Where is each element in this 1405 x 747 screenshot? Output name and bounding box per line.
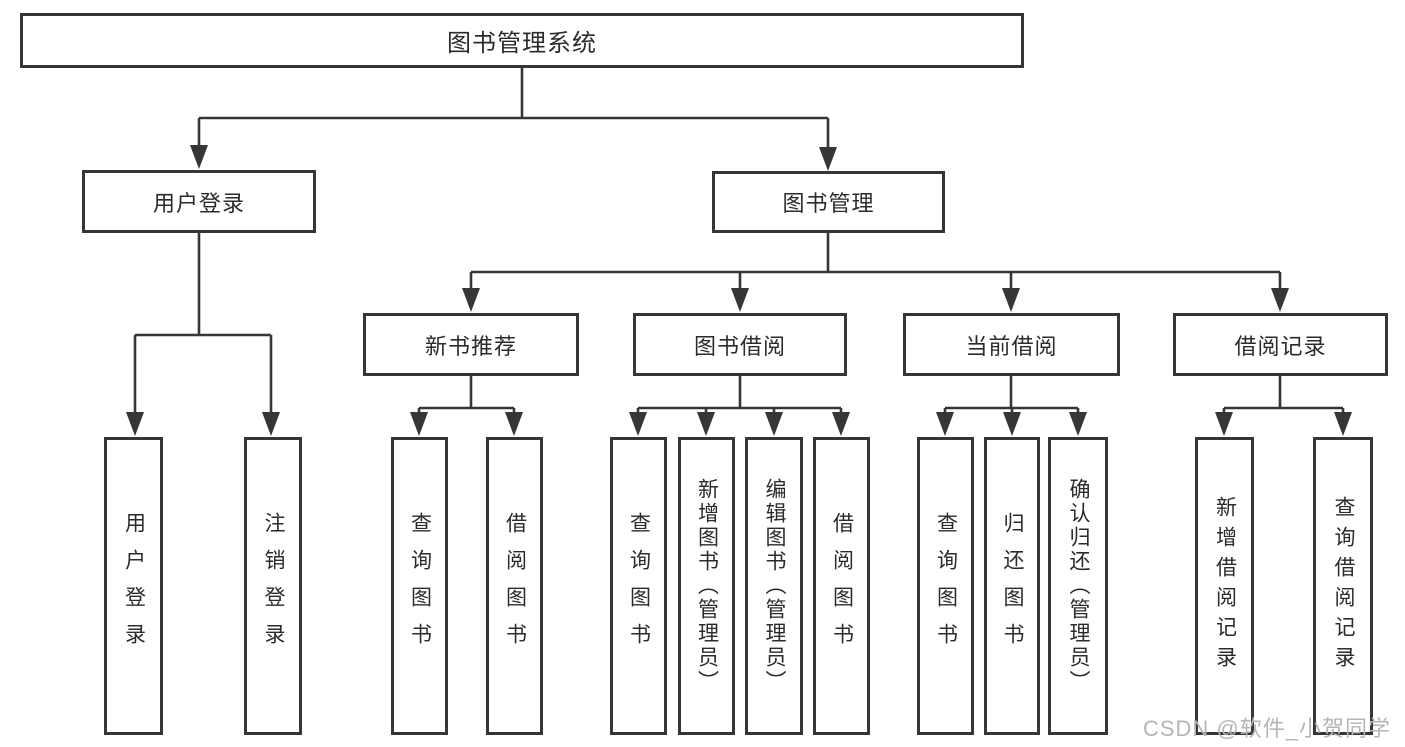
node-current-borrow-label: 当前借阅 [965, 333, 1058, 359]
node-book-mgmt: 图书管理 [712, 171, 945, 233]
node-bb-borrow: 借阅图书 [813, 437, 870, 735]
node-cb-query: 查询图书 [917, 437, 974, 735]
node-bb-add: 新增图书（管理员） [678, 437, 735, 735]
node-cb-query-label: 查询图书 [934, 512, 958, 660]
node-cb-confirm: 确认归还（管理员） [1048, 437, 1108, 735]
node-nb-borrow: 借阅图书 [486, 437, 543, 735]
node-nb-query-label: 查询图书 [408, 512, 432, 660]
node-new-book-rec-label: 新书推荐 [424, 333, 517, 359]
node-cb-return: 归还图书 [984, 437, 1040, 735]
node-bb-query-label: 查询图书 [627, 512, 651, 660]
node-ul-logout-label: 注销登录 [262, 512, 285, 660]
node-bb-query: 查询图书 [610, 437, 667, 735]
node-book-borrow: 图书借阅 [633, 313, 847, 376]
node-root-label: 图书管理系统 [447, 30, 597, 57]
node-borrow-record: 借阅记录 [1173, 313, 1388, 376]
node-cb-confirm-label: 确认归还（管理员） [1067, 478, 1090, 694]
node-br-add: 新增借阅记录 [1195, 437, 1254, 735]
node-ul-login-label: 用户登录 [122, 512, 146, 660]
node-bb-borrow-label: 借阅图书 [830, 512, 854, 660]
node-ul-logout: 注销登录 [244, 437, 302, 735]
csdn-watermark: CSDN @软件_小贺同学 [1142, 716, 1391, 741]
node-cb-return-label: 归还图书 [1001, 512, 1024, 660]
node-user-login-label: 用户登录 [152, 190, 245, 216]
node-ul-login: 用户登录 [104, 437, 163, 735]
node-new-book-rec: 新书推荐 [363, 313, 579, 376]
node-current-borrow: 当前借阅 [903, 313, 1120, 376]
node-br-add-label: 新增借阅记录 [1213, 496, 1237, 676]
node-br-query: 查询借阅记录 [1313, 437, 1373, 735]
node-bb-edit: 编辑图书（管理员） [745, 437, 803, 735]
node-bb-add-label: 新增图书（管理员） [695, 478, 719, 694]
node-book-mgmt-label: 图书管理 [782, 191, 875, 216]
node-nb-query: 查询图书 [391, 437, 448, 735]
node-br-query-label: 查询借阅记录 [1332, 496, 1355, 676]
node-user-login: 用户登录 [82, 170, 316, 233]
node-borrow-record-label: 借阅记录 [1234, 333, 1327, 359]
node-root: 图书管理系统 [20, 13, 1024, 68]
node-book-borrow-label: 图书借阅 [693, 333, 786, 359]
node-nb-borrow-label: 借阅图书 [503, 512, 527, 660]
node-bb-edit-label: 编辑图书（管理员） [763, 478, 786, 694]
